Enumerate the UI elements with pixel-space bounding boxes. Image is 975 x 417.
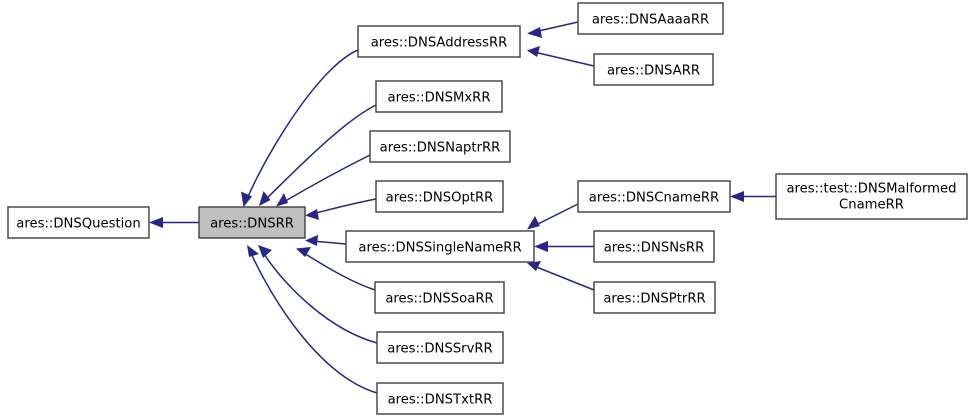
edge-dnsnaptrrr-to-dnsrr	[276, 154, 371, 207]
node-box[interactable]	[7, 206, 150, 239]
edge-line	[263, 104, 377, 202]
node-dnssrvrr[interactable]: ares::DNSSrvRR	[376, 331, 504, 364]
node-label: ares::DNSNaptrRR	[380, 141, 501, 156]
edge-arrowhead-icon	[534, 241, 548, 252]
node-dnssoarr[interactable]: ares::DNSSoaRR	[374, 281, 505, 314]
edge-arrowhead-icon	[259, 191, 271, 206]
node-label: ares::DNSSoaRR	[385, 292, 493, 307]
edge-line	[533, 265, 595, 291]
node-label: ares::DNSTxtRR	[388, 393, 493, 408]
edge-arrowhead-icon	[247, 245, 259, 257]
node-label: ares::DNSOptRR	[386, 191, 494, 206]
edge-line	[311, 240, 347, 245]
node-dnscnamerr[interactable]: ares::DNSCnameRR	[577, 180, 731, 213]
node-box[interactable]	[376, 382, 504, 415]
node-label: ares::DNSNsRR	[604, 241, 705, 256]
edge-arrowhead-icon	[258, 245, 272, 258]
node-dnsptrrr[interactable]: ares::DNSPtrRR	[593, 281, 716, 314]
nodes-layer: ares::DNSQuestion ares::DNSRR ares::DNSAdd…	[7, 2, 968, 415]
node-dnstxtrr[interactable]: ares::DNSTxtRR	[376, 382, 504, 415]
edge-arrowhead-icon	[527, 261, 541, 271]
node-dnsnaptrrr[interactable]: ares::DNSNaptrRR	[369, 130, 511, 163]
edge-dnstxtrr-to-dnsrr	[247, 245, 378, 394]
node-dnsmxrr[interactable]: ares::DNSMxRR	[375, 80, 503, 113]
node-box[interactable]	[375, 180, 504, 213]
edge-dnsaddressrr-to-dnsrr	[241, 49, 359, 207]
edge-dnsoptrr-to-dnsrr	[305, 198, 377, 220]
node-box[interactable]	[375, 80, 503, 113]
edge-dnsmalformedcnamerr-to-dnscnamerr	[730, 191, 776, 202]
node-box[interactable]	[374, 281, 505, 314]
edge-dnssrvrr-to-dnsrr	[258, 245, 378, 344]
edge-line	[533, 51, 595, 67]
node-label: ares::DNSPtrRR	[603, 292, 705, 307]
edge-arrowhead-icon	[305, 209, 319, 220]
node-box[interactable]	[593, 53, 714, 86]
node-box[interactable]	[593, 230, 715, 263]
node-dnsrr[interactable]: ares::DNSRR	[198, 206, 306, 239]
node-box[interactable]	[577, 2, 724, 35]
node-dnsaddressrr[interactable]: ares::DNSAddressRR	[357, 25, 521, 58]
node-label: ares::DNSQuestion	[16, 217, 140, 232]
node-box[interactable]	[345, 230, 535, 263]
edge-arrowhead-icon	[527, 27, 542, 38]
node-label: ares::DNSSrvRR	[387, 342, 492, 357]
edge-line	[249, 250, 378, 394]
edge-dnsnsrr-to-dnssinglenamerr	[534, 241, 594, 252]
node-box[interactable]	[775, 173, 968, 220]
node-box[interactable]	[577, 180, 731, 213]
edge-arrowhead-icon	[730, 191, 744, 202]
edge-dnsmxrr-to-dnsrr	[259, 104, 377, 206]
edge-line	[245, 49, 359, 201]
node-label: ares::DNSAddressRR	[371, 36, 508, 51]
node-dnsoptrr[interactable]: ares::DNSOptRR	[375, 180, 504, 213]
node-label: ares::DNSRR	[210, 217, 294, 232]
edge-dnsrr-to-dnsquestion	[149, 217, 199, 228]
node-box[interactable]	[593, 281, 716, 314]
edge-dnsptrrr-to-dnssinglenamerr	[527, 261, 595, 291]
edge-arrowhead-icon	[527, 46, 540, 57]
node-dnsquestion[interactable]: ares::DNSQuestion	[7, 206, 150, 239]
node-label: ares::DNSMxRR	[388, 91, 491, 106]
node-dnsarr[interactable]: ares::DNSARR	[593, 53, 714, 86]
edge-line	[281, 154, 371, 204]
node-dnsaaaarr[interactable]: ares::DNSAaaaRR	[577, 2, 724, 35]
edges-layer	[149, 21, 776, 394]
edge-arrowhead-icon	[241, 191, 252, 207]
edge-arrowhead-icon	[305, 235, 318, 246]
node-box[interactable]	[198, 206, 306, 239]
edge-line	[533, 203, 579, 227]
edge-dnsarr-to-dnsaddressrr	[527, 46, 595, 67]
edge-line	[301, 251, 376, 291]
node-dnsnsrr[interactable]: ares::DNSNsRR	[593, 230, 715, 263]
node-dnssinglenamerr[interactable]: ares::DNSSingleNameRR	[345, 230, 535, 263]
edge-line	[533, 21, 579, 33]
edge-dnssoarr-to-dnsrr	[296, 247, 376, 291]
edge-dnssinglenamerr-to-dnsrr	[305, 235, 347, 246]
node-box[interactable]	[376, 331, 504, 364]
node-label: ares::DNSCnameRR	[589, 191, 719, 206]
edge-dnscnamerr-to-dnssinglenamerr	[527, 203, 579, 230]
node-label: ares::DNSSingleNameRR	[358, 241, 521, 256]
edge-arrowhead-icon	[276, 193, 288, 207]
edge-arrowhead-icon	[527, 216, 540, 230]
node-box[interactable]	[369, 130, 511, 163]
node-box[interactable]	[357, 25, 521, 58]
edge-line	[261, 250, 378, 344]
edge-arrowhead-icon	[296, 247, 311, 257]
edge-dnsaaaarr-to-dnsaddressrr	[527, 21, 579, 38]
node-label: ares::DNSAaaaRR	[592, 13, 709, 28]
node-label: ares::DNSARR	[607, 64, 700, 79]
edge-line	[311, 198, 377, 215]
edge-arrowhead-icon	[149, 217, 163, 228]
